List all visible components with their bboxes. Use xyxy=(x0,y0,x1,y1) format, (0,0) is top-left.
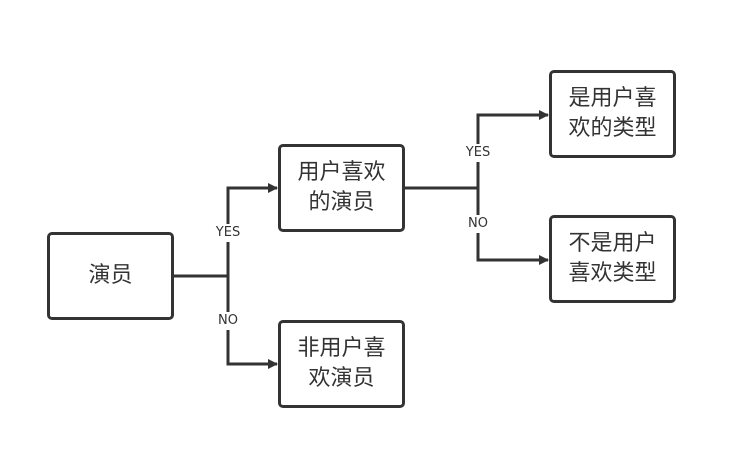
node-not-liked-actor[interactable]: 非用户喜欢演员 xyxy=(278,320,405,408)
node-not-liked-type[interactable]: 不是用户喜欢类型 xyxy=(549,215,676,303)
node-liked-type-label: 是用户喜欢的类型 xyxy=(568,86,657,141)
node-actor-label: 演员 xyxy=(88,263,133,288)
edge-label-yes: YES xyxy=(214,224,242,242)
node-not-liked-actor-label: 非用户喜欢演员 xyxy=(297,336,386,391)
edge-label-no: NO xyxy=(467,215,489,233)
edge-label-no: NO xyxy=(217,312,239,330)
edge-liked-actor-to-not-liked-type xyxy=(476,188,549,265)
edge-root-to-not-liked-actor xyxy=(226,276,278,369)
node-liked-actor[interactable]: 用户喜欢的演员 xyxy=(278,144,405,232)
node-liked-actor-label: 用户喜欢的演员 xyxy=(297,160,386,215)
edge-label-yes: YES xyxy=(464,144,492,162)
node-not-liked-type-label: 不是用户喜欢类型 xyxy=(568,231,657,286)
node-liked-type[interactable]: 是用户喜欢的类型 xyxy=(549,70,676,158)
node-actor[interactable]: 演员 xyxy=(47,232,174,320)
